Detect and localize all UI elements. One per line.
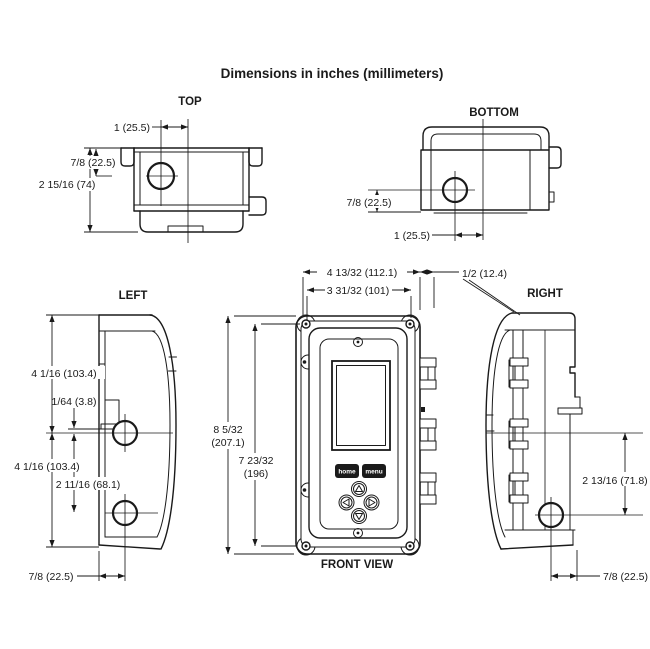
front-dim-mount-width: 3 31/32 (101) bbox=[327, 285, 389, 297]
right-view-clips bbox=[508, 357, 529, 504]
bottom-view-centerlines bbox=[368, 119, 484, 241]
lcd-display bbox=[331, 360, 391, 451]
right-view: RIGHT 2 13/16 (71.8) 7/8 (22.5) bbox=[485, 288, 649, 583]
left-view-outline bbox=[98, 314, 177, 550]
bottom-conduit-tab bbox=[548, 146, 562, 169]
left-view-centerlines bbox=[46, 414, 173, 581]
up-arrow-icon bbox=[355, 485, 363, 492]
front-screw-top-center bbox=[353, 337, 363, 347]
right-view-outline bbox=[485, 312, 583, 550]
front-side-screw-left-upper bbox=[302, 360, 307, 364]
right-view-centerlines bbox=[486, 432, 643, 581]
front-dim-overall-height: 8 5/32(207.1) bbox=[211, 424, 244, 449]
bottom-view-label: BOTTOM bbox=[469, 107, 519, 119]
front-dim-mount-height: 7 23/32(196) bbox=[238, 455, 273, 480]
left-dim-hole-to-bottom: 4 1/16 (103.4) bbox=[14, 461, 79, 473]
menu-button-label: menu bbox=[365, 469, 382, 476]
top-view-dimensions bbox=[38, 124, 188, 233]
front-dim-clip-depth: 1/2 (12.4) bbox=[462, 268, 507, 280]
right-dim-hole-to-centerline: 2 13/16 (71.8) bbox=[582, 475, 647, 487]
right-dim-hole-to-edge: 7/8 (22.5) bbox=[603, 571, 648, 583]
front-view: home menu bbox=[202, 265, 521, 571]
bottom-view-dimensions bbox=[345, 190, 483, 238]
front-right-clips bbox=[419, 357, 437, 505]
top-view-outline bbox=[120, 147, 267, 233]
front-mount-holes bbox=[301, 319, 415, 551]
front-enclosure: home menu bbox=[295, 314, 437, 556]
left-dim-tab-to-hole: 1/64 (3.8) bbox=[52, 396, 97, 408]
right-view-label: RIGHT bbox=[527, 288, 563, 300]
bottom-view-outline bbox=[420, 126, 562, 214]
left-view: LEFT 4 1/16 (103.4) 1/64 (3.8) 4 1/16 (1… bbox=[6, 290, 177, 583]
top-conduit-tab bbox=[248, 196, 267, 216]
left-view-label: LEFT bbox=[119, 290, 148, 302]
bottom-dim-hole-offset: 1 (25.5) bbox=[394, 230, 430, 242]
top-dim-hole-offset: 1 (25.5) bbox=[114, 122, 150, 134]
top-view-centerlines bbox=[96, 119, 189, 243]
right-mount-tab bbox=[574, 396, 581, 409]
bottom-view: BOTTOM 7/8 (22.5) 1 (25.5) bbox=[345, 107, 562, 242]
front-side-screw-left-lower bbox=[302, 488, 307, 492]
front-view-label: FRONT VIEW bbox=[321, 559, 393, 571]
left-view-dimensions bbox=[6, 314, 125, 582]
left-dim-edge-to-hole: 7/8 (22.5) bbox=[29, 571, 74, 583]
front-screw-bottom-center bbox=[353, 528, 363, 538]
bottom-dim-hole-to-bottom: 7/8 (22.5) bbox=[347, 197, 392, 209]
top-dim-overall-depth: 2 15/16 (74) bbox=[39, 179, 96, 191]
top-view-label: TOP bbox=[178, 96, 202, 108]
home-button-label: home bbox=[338, 469, 356, 476]
top-view: TOP 1 (25.5) 7/8 (22.5) 2 15/16 (74) bbox=[38, 96, 267, 243]
down-arrow-icon bbox=[355, 513, 363, 520]
home-button bbox=[335, 464, 359, 478]
left-dim-top-to-hole: 4 1/16 (103.4) bbox=[31, 368, 96, 380]
drawing-title: Dimensions in inches (millimeters) bbox=[221, 66, 444, 81]
right-arrow-icon bbox=[368, 498, 376, 507]
top-dim-top-to-hole: 7/8 (22.5) bbox=[71, 157, 116, 169]
front-view-dimensions bbox=[202, 265, 521, 555]
front-dim-overall-width: 4 13/32 (112.1) bbox=[327, 267, 397, 279]
left-arrow-icon bbox=[342, 498, 350, 507]
right-view-dimensions bbox=[551, 433, 649, 581]
arrow-keypad bbox=[338, 481, 380, 524]
left-dim-hole-spacing: 2 11/16 (68.1) bbox=[56, 479, 121, 491]
left-mount-tab bbox=[104, 399, 120, 425]
menu-button bbox=[362, 464, 386, 478]
